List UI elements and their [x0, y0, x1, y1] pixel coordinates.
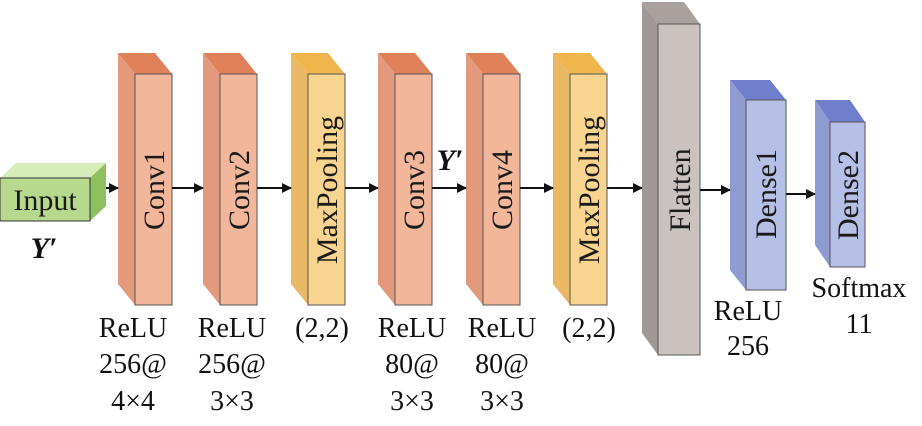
- conv3-block: Conv3: [378, 53, 433, 306]
- dense2-caption-line-2: 11: [846, 309, 873, 340]
- conv4-block: Conv4: [466, 53, 521, 306]
- conv4-caption-line-1: ReLU: [468, 313, 536, 344]
- input-variable-label: Y′: [31, 232, 58, 265]
- input-block-front: [0, 177, 91, 222]
- maxpooling1-caption: (2,2): [295, 313, 349, 344]
- conv4-side: [466, 53, 483, 305]
- conv1-side: [118, 53, 135, 305]
- maxpooling2-front: [569, 73, 608, 306]
- maxpooling2-top: [553, 53, 607, 74]
- conv2-caption-line-1: ReLU: [198, 313, 266, 344]
- conv4-caption: ReLU 80@ 3×3: [468, 313, 536, 417]
- conv1-label: Conv1: [138, 150, 171, 230]
- conv2-caption-line-2: 256@: [198, 349, 266, 380]
- conv1-caption: ReLU 256@ 4×4: [99, 313, 167, 417]
- conv3-caption-line-2: 80@: [385, 349, 439, 380]
- conv4-front: [482, 73, 521, 306]
- conv4-caption-line-2: 80@: [475, 349, 529, 380]
- conv2-top: [203, 53, 257, 74]
- conv4-caption-line-3: 3×3: [480, 386, 524, 417]
- conv2-block: Conv2: [203, 53, 258, 306]
- dense1-caption: ReLU 256: [714, 296, 782, 362]
- conv3-caption-line-1: ReLU: [378, 313, 446, 344]
- conv2-front: [219, 73, 258, 306]
- conv3-label: Conv3: [398, 150, 431, 230]
- dense2-block: Dense2: [815, 100, 866, 268]
- conv1-caption-line-1: ReLU: [99, 313, 167, 344]
- conv3-top: [378, 53, 432, 74]
- dense2-top: [815, 100, 865, 122]
- dense1-front: [745, 99, 787, 291]
- dense1-side: [730, 80, 746, 290]
- conv1-top: [118, 53, 172, 74]
- conv3-front: [394, 73, 433, 306]
- conv1-front: [134, 73, 173, 306]
- maxpooling1-label: MaxPooling: [311, 116, 344, 264]
- maxpooling1-side: [291, 53, 308, 305]
- input-block: Input: [0, 163, 106, 222]
- conv3-variable-label: Y′: [437, 144, 464, 177]
- dense1-caption-line-2: 256: [727, 331, 769, 362]
- input-label: Input: [13, 184, 77, 217]
- flatten-label: Flatten: [664, 148, 697, 231]
- conv3-caption-line-3: 3×3: [390, 386, 434, 417]
- dense1-label: Dense1: [750, 149, 783, 239]
- maxpooling1-caption-line-1: (2,2): [295, 313, 349, 344]
- dense2-side: [815, 100, 830, 267]
- maxpooling2-block: MaxPooling: [553, 53, 608, 306]
- flatten-block: Flatten: [642, 2, 701, 356]
- dense2-front: [829, 121, 866, 268]
- dense2-caption: Softmax 11: [812, 273, 907, 340]
- maxpooling2-side: [553, 53, 570, 305]
- conv1-caption-line-2: 256@: [99, 349, 167, 380]
- input-block-top: [0, 163, 106, 178]
- conv2-caption: ReLU 256@ 3×3: [198, 313, 266, 417]
- conv4-top: [466, 53, 520, 74]
- conv3-caption: ReLU 80@ 3×3: [378, 313, 446, 417]
- conv2-label: Conv2: [223, 150, 256, 230]
- dense1-block: Dense1: [730, 80, 787, 291]
- conv1-caption-line-3: 4×4: [111, 386, 155, 417]
- conv4-label: Conv4: [486, 150, 519, 230]
- maxpooling1-top: [291, 53, 345, 74]
- conv2-caption-line-3: 3×3: [210, 386, 254, 417]
- maxpooling1-block: MaxPooling: [291, 53, 346, 306]
- dense1-caption-line-1: ReLU: [714, 296, 782, 327]
- dense1-top: [730, 80, 786, 100]
- conv1-block: Conv1: [118, 53, 173, 306]
- dense2-caption-line-1: Softmax: [812, 273, 907, 304]
- conv2-side: [203, 53, 220, 305]
- input-block-side: [90, 163, 106, 221]
- maxpooling2-caption: (2,2): [562, 313, 616, 344]
- flatten-side: [642, 2, 658, 355]
- conv3-side: [378, 53, 395, 305]
- dense2-label: Dense2: [832, 150, 865, 240]
- flatten-top: [642, 2, 700, 24]
- maxpooling1-front: [307, 73, 346, 306]
- maxpooling2-label: MaxPooling: [573, 116, 606, 264]
- maxpooling2-caption-line-1: (2,2): [562, 313, 616, 344]
